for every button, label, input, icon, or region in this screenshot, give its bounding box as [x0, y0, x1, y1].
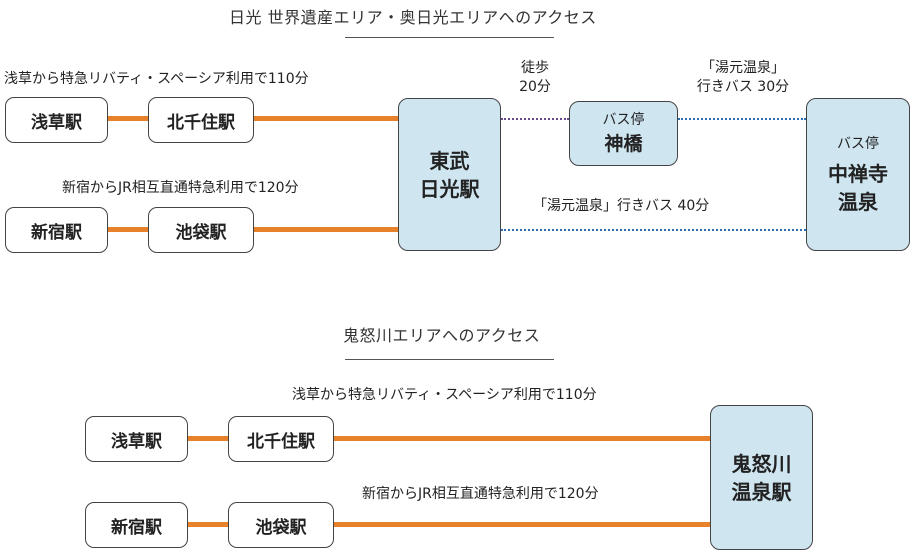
station2-kitasenju: 北千住駅: [228, 416, 334, 462]
route-shinjuku-label: 新宿からJR相互直通特急利用で120分: [62, 180, 299, 196]
busstop-chuzenji-onsen: バス停 中禅寺 温泉: [806, 98, 910, 251]
route-asakusa-label: 浅草から特急リバティ・スペーシア利用で110分: [4, 71, 309, 87]
walk-label: 徒歩 20分: [519, 60, 551, 95]
station-ikebukuro: 池袋駅: [148, 207, 254, 253]
shinkyo-name: 神橋: [604, 132, 643, 155]
rail-kitasenju-nikko: [254, 116, 398, 121]
tobu-nikko-line1: 東武: [429, 148, 470, 173]
tobu-nikko-line2: 日光駅: [419, 176, 480, 201]
chuzenji-line2: 温泉: [838, 189, 878, 214]
walk-path: [501, 118, 569, 120]
rail-ikebukuro-nikko: [254, 227, 398, 232]
busstop-shinkyo: バス停 神橋: [569, 101, 678, 166]
station2-shinjuku: 新宿駅: [85, 502, 188, 548]
shinkyo-small-label: バス停: [602, 111, 645, 128]
station-shinjuku: 新宿駅: [5, 207, 108, 253]
station-kitasenju: 北千住駅: [148, 97, 254, 143]
chuzenji-line1: 中禅寺: [828, 161, 888, 186]
rail2-asakusa-kitasenju: [188, 436, 228, 441]
station2-asakusa: 浅草駅: [85, 416, 188, 462]
bus-40-label: 「湯元温泉」行きバス 40分: [533, 198, 710, 214]
bus-path-nikko-chuzenji: [501, 229, 806, 231]
hub-tobu-nikko: 東武 日光駅: [398, 98, 501, 251]
chuzenji-small-label: バス停: [837, 135, 879, 152]
section2-title-rule: [345, 359, 554, 360]
rail2-shinjuku-ikebukuro: [188, 522, 228, 527]
kinugawa-line2: 温泉駅: [731, 479, 792, 504]
rail-asakusa-kitasenju: [108, 116, 148, 121]
bus-30-label: 「湯元温泉」 行きバス 30分: [696, 60, 790, 95]
rail-shinjuku-ikebukuro: [108, 227, 148, 232]
section1-title: 日光 世界遺産エリア・奥日光エリアへのアクセス: [229, 8, 597, 27]
rail2-ikebukuro-kinugawa: [334, 522, 710, 527]
station2-ikebukuro: 池袋駅: [228, 502, 334, 548]
route2-asakusa-label: 浅草から特急リバティ・スペーシア利用で110分: [292, 387, 597, 403]
rail2-kitasenju-kinugawa: [334, 436, 710, 441]
section2-title: 鬼怒川エリアへのアクセス: [343, 326, 541, 345]
hub-kinugawa-onsen: 鬼怒川 温泉駅: [710, 405, 813, 550]
route2-shinjuku-label: 新宿からJR相互直通特急利用で120分: [362, 486, 599, 502]
section1-title-rule: [345, 37, 554, 38]
kinugawa-line1: 鬼怒川: [731, 451, 792, 476]
bus-path-shinkyo-chuzenji: [678, 118, 806, 120]
station-asakusa: 浅草駅: [5, 97, 108, 143]
